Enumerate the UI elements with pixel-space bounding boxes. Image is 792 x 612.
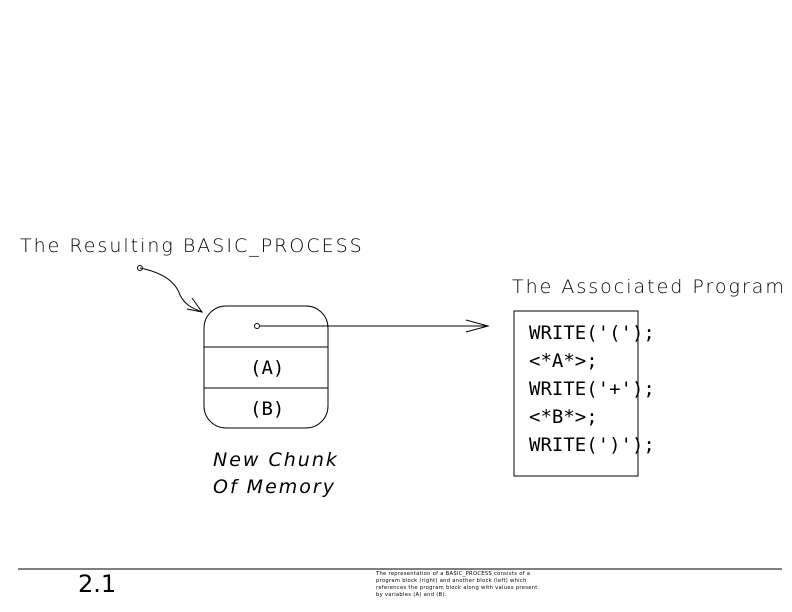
memory-cell-a: (A) [250, 357, 285, 379]
program-line: WRITE('('); [529, 322, 655, 344]
curved-pointer-arrowhead [186, 297, 204, 313]
curved-pointer-arrow [139, 267, 203, 313]
caption-line: by variables (A) and (B). [376, 592, 447, 598]
figure-caption: The representation of a BASIC_PROCESS co… [376, 571, 538, 599]
memory-cell-b: (B) [250, 398, 285, 420]
program-line: WRITE(')'); [529, 434, 655, 456]
program-line: <*B*>; [529, 406, 598, 428]
new-chunk-label-line1: New Chunk [213, 449, 339, 471]
program-line: WRITE('+'); [529, 378, 655, 400]
caption-line: program block (right) and another block … [376, 578, 527, 584]
caption-line: The representation of a BASIC_PROCESS co… [376, 571, 531, 577]
resulting-label: The Resulting BASIC_PROCESS [20, 235, 364, 257]
program-line: <*A*>; [529, 350, 598, 372]
new-chunk-label-line2: Of Memory [213, 476, 336, 498]
caption-line: references the program block along with … [376, 585, 538, 591]
associated-program-label: The Associated Program [512, 276, 786, 298]
pointer-arrowhead [465, 319, 490, 333]
pointer-origin-dot [254, 323, 260, 329]
program-box [513, 310, 639, 477]
memory-block [203, 305, 329, 429]
page-number: 2.1 [78, 570, 117, 598]
